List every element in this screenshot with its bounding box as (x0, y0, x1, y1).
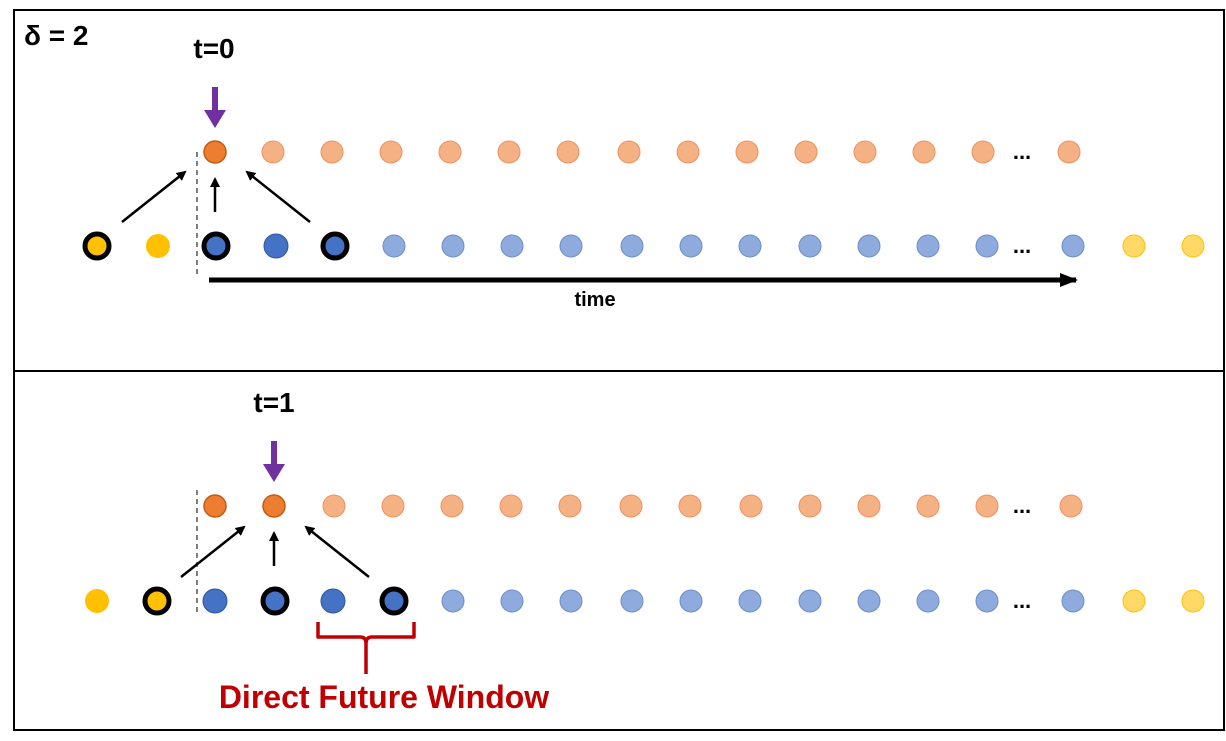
input-node (320, 588, 346, 614)
output-node (798, 494, 822, 518)
output-node (794, 140, 818, 164)
output-node (678, 494, 702, 518)
output-node-current (262, 494, 286, 518)
input-node (679, 234, 703, 258)
output-node (1059, 494, 1083, 518)
input-node-future-selected (320, 231, 350, 261)
input-ellipsis: ... (1013, 588, 1031, 613)
input-node-padding (1122, 234, 1146, 258)
dependency-arrows (121, 170, 311, 223)
input-node-present-selected (201, 231, 231, 261)
input-node-padding (1122, 589, 1146, 613)
current-step-pointer (204, 87, 226, 128)
output-node (322, 494, 346, 518)
time-label-t0: t=0 (193, 33, 234, 64)
output-node (556, 140, 580, 164)
arrow-future (304, 525, 370, 578)
output-node (381, 494, 405, 518)
input-node (620, 234, 644, 258)
input-node (738, 234, 762, 258)
panel-top-frame (13, 9, 1225, 372)
output-node (320, 140, 344, 164)
time-label-t1: t=1 (253, 387, 294, 418)
output-node (857, 494, 881, 518)
input-node (916, 234, 940, 258)
future-window-label: Direct Future Window (219, 679, 549, 715)
output-node (1057, 140, 1081, 164)
time-axis-label: time (574, 289, 615, 311)
input-node (857, 234, 881, 258)
input-node-present-selected (260, 586, 290, 616)
future-window-brace (316, 622, 416, 674)
output-node (379, 140, 403, 164)
output-node (739, 494, 763, 518)
output-row: ... (203, 493, 1083, 518)
current-step-pointer (263, 441, 285, 482)
input-node (441, 234, 465, 258)
output-node (440, 494, 464, 518)
output-ellipsis: ... (1013, 139, 1031, 164)
arrow-past (180, 525, 246, 578)
dependency-arrows (180, 525, 370, 578)
output-node-current (203, 140, 227, 164)
output-node (916, 494, 940, 518)
input-node (500, 234, 524, 258)
input-node (975, 234, 999, 258)
input-node (738, 589, 762, 613)
output-node (438, 140, 462, 164)
input-node-padding (1181, 589, 1205, 613)
output-node (676, 140, 700, 164)
input-node-past-selected (142, 586, 172, 616)
input-node (1061, 589, 1085, 613)
panel-bottom-frame (13, 370, 1225, 731)
input-node (202, 588, 228, 614)
input-node (500, 589, 524, 613)
output-node (971, 140, 995, 164)
input-node-padding (1181, 234, 1205, 258)
input-node (559, 589, 583, 613)
input-node (441, 589, 465, 613)
input-node-past (85, 589, 109, 613)
delta-title: δ = 2 (24, 20, 88, 51)
output-node (619, 494, 643, 518)
panel-t1: t=1 ... (85, 387, 1205, 715)
arrow-past (121, 170, 187, 223)
output-node (558, 494, 582, 518)
input-node (620, 589, 644, 613)
output-node (975, 494, 999, 518)
input-node (1061, 234, 1085, 258)
input-row: ... (82, 231, 1205, 261)
input-node-future-selected (379, 586, 409, 616)
output-node (261, 140, 285, 164)
input-node (382, 234, 406, 258)
input-node (263, 233, 289, 259)
input-ellipsis: ... (1013, 233, 1031, 258)
output-node (497, 140, 521, 164)
input-row: ... (85, 586, 1205, 616)
output-node (853, 140, 877, 164)
output-node (912, 140, 936, 164)
output-row: ... (203, 139, 1081, 164)
input-node-past-selected (82, 231, 112, 261)
output-node (499, 494, 523, 518)
input-node (679, 589, 703, 613)
input-node (975, 589, 999, 613)
input-node (559, 234, 583, 258)
input-node (798, 234, 822, 258)
input-node (916, 589, 940, 613)
output-node (617, 140, 641, 164)
output-ellipsis: ... (1013, 493, 1031, 518)
input-node-past (146, 234, 170, 258)
input-node (857, 589, 881, 613)
output-node-previous (203, 494, 227, 518)
arrow-future (245, 170, 311, 223)
output-node (735, 140, 759, 164)
panel-t0: t=0 ... (82, 33, 1205, 311)
input-node (798, 589, 822, 613)
